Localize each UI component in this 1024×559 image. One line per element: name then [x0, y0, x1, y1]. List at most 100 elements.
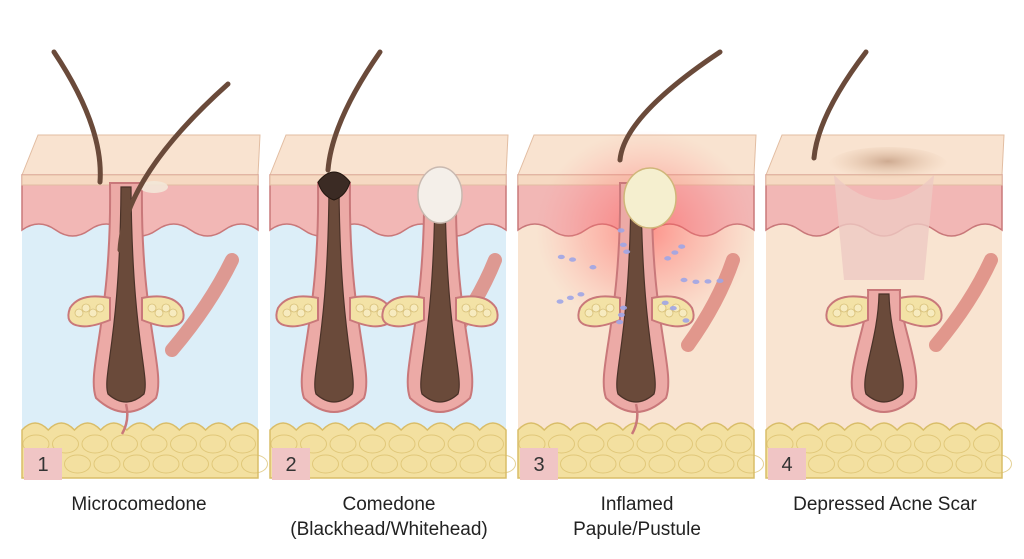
sebum-cell	[475, 303, 485, 313]
immune-cell	[566, 295, 574, 301]
fat-cell	[140, 434, 168, 454]
sebum-cell	[81, 303, 91, 313]
sebum-cell	[591, 303, 601, 313]
fat-layer	[765, 422, 1003, 479]
panel-number: 3	[533, 454, 544, 476]
fat-cell	[430, 454, 457, 474]
panel-number: 2	[285, 454, 296, 476]
panel-3-caption-line-2: Papule/Pustule	[573, 519, 701, 540]
fat-cell	[341, 454, 369, 474]
panel-2-caption-line-1: Comedone	[342, 494, 436, 515]
fat-cell	[211, 454, 239, 474]
fat-cell	[867, 454, 894, 474]
panel-number-badge	[272, 448, 310, 480]
sebum-cell	[395, 303, 405, 313]
sebum-cell	[912, 308, 922, 318]
sebum-cell	[154, 308, 164, 318]
sebum-cell	[926, 308, 936, 318]
scar-tissue	[834, 175, 934, 280]
fat-cell	[695, 434, 723, 454]
fat-cell	[64, 454, 91, 474]
fat-cell	[93, 454, 121, 474]
fat-cell	[229, 434, 256, 454]
sebum-cell	[468, 308, 478, 318]
panel-4-caption: Depressed Acne Scar	[762, 492, 1008, 517]
immune-cell	[716, 278, 724, 284]
sebum-cell	[839, 303, 849, 313]
panel-number-badge	[768, 448, 806, 480]
panel-number: 1	[37, 454, 48, 476]
fat-layer	[21, 422, 259, 479]
immune-cell	[619, 242, 627, 248]
immune-cell	[692, 279, 700, 285]
fat-cell	[371, 454, 398, 474]
skin-panel-4: 4	[765, 49, 1012, 480]
depressed-scar	[828, 147, 948, 183]
sebum-cell	[664, 308, 674, 318]
fat-cell	[589, 454, 617, 474]
fat-cell	[737, 454, 764, 474]
fat-cell	[973, 434, 1000, 454]
sebum-cell	[584, 308, 594, 318]
fat-cell	[560, 454, 587, 474]
panel-4-caption-line: Depressed Acne Scar	[793, 494, 977, 515]
immune-cell	[617, 228, 625, 233]
fat-cell	[199, 434, 227, 454]
fat-cell	[489, 454, 516, 474]
panel-number: 4	[781, 454, 792, 476]
fat-cell	[666, 434, 693, 454]
sebum-cell	[303, 303, 313, 313]
sebum-cell	[846, 308, 856, 318]
fat-cell	[825, 434, 853, 454]
fat-cell	[548, 434, 575, 454]
hair-strand	[617, 49, 723, 163]
sebum-cell	[461, 303, 471, 313]
skin-surface	[21, 134, 261, 176]
whitehead	[417, 166, 463, 224]
dermal-papilla	[630, 403, 639, 435]
hair-shaft	[420, 186, 460, 403]
hair-strand	[51, 49, 103, 185]
fat-cell	[796, 434, 823, 454]
fat-cell	[418, 434, 445, 454]
arrector-pili-muscle	[165, 253, 239, 357]
fat-cell	[447, 434, 475, 454]
skin-panel-3: 3	[517, 49, 764, 480]
arrector-pili-muscle	[929, 253, 998, 352]
immune-cell	[556, 299, 564, 304]
immune-cell	[577, 292, 585, 297]
fat-cell	[985, 454, 1012, 474]
immune-cell	[664, 256, 672, 261]
fat-cell	[111, 434, 138, 454]
fat-cell	[855, 434, 882, 454]
fat-cell	[477, 434, 504, 454]
fat-layer	[269, 422, 507, 479]
sebum-cell	[905, 303, 915, 313]
fat-cell	[388, 434, 416, 454]
fat-cell	[607, 434, 634, 454]
panel-3-caption-line-1: Inflamed	[600, 494, 674, 515]
hair-strand	[117, 81, 231, 253]
immune-cell	[661, 300, 669, 306]
fat-cell	[707, 454, 735, 474]
sebum-cell	[355, 303, 365, 313]
sebum-cell	[605, 303, 615, 313]
sebum-cell	[482, 308, 492, 318]
arrector-pili-muscle	[681, 253, 740, 352]
skin-surface	[269, 134, 509, 176]
fat-cell	[459, 454, 487, 474]
fat-cell	[619, 454, 646, 474]
fat-cell	[577, 434, 605, 454]
skin-panel-1: 1	[21, 49, 268, 480]
immune-cell	[682, 318, 690, 323]
panel-3-caption: Inflamed Papule/Pustule	[514, 492, 760, 542]
fat-cell	[170, 434, 197, 454]
fat-cell	[300, 434, 327, 454]
fat-cell	[359, 434, 386, 454]
immune-cell	[617, 312, 625, 318]
hair-strand	[325, 49, 383, 173]
immune-cell	[616, 319, 624, 325]
immune-cell	[669, 305, 677, 311]
sebum-cell	[657, 303, 667, 313]
